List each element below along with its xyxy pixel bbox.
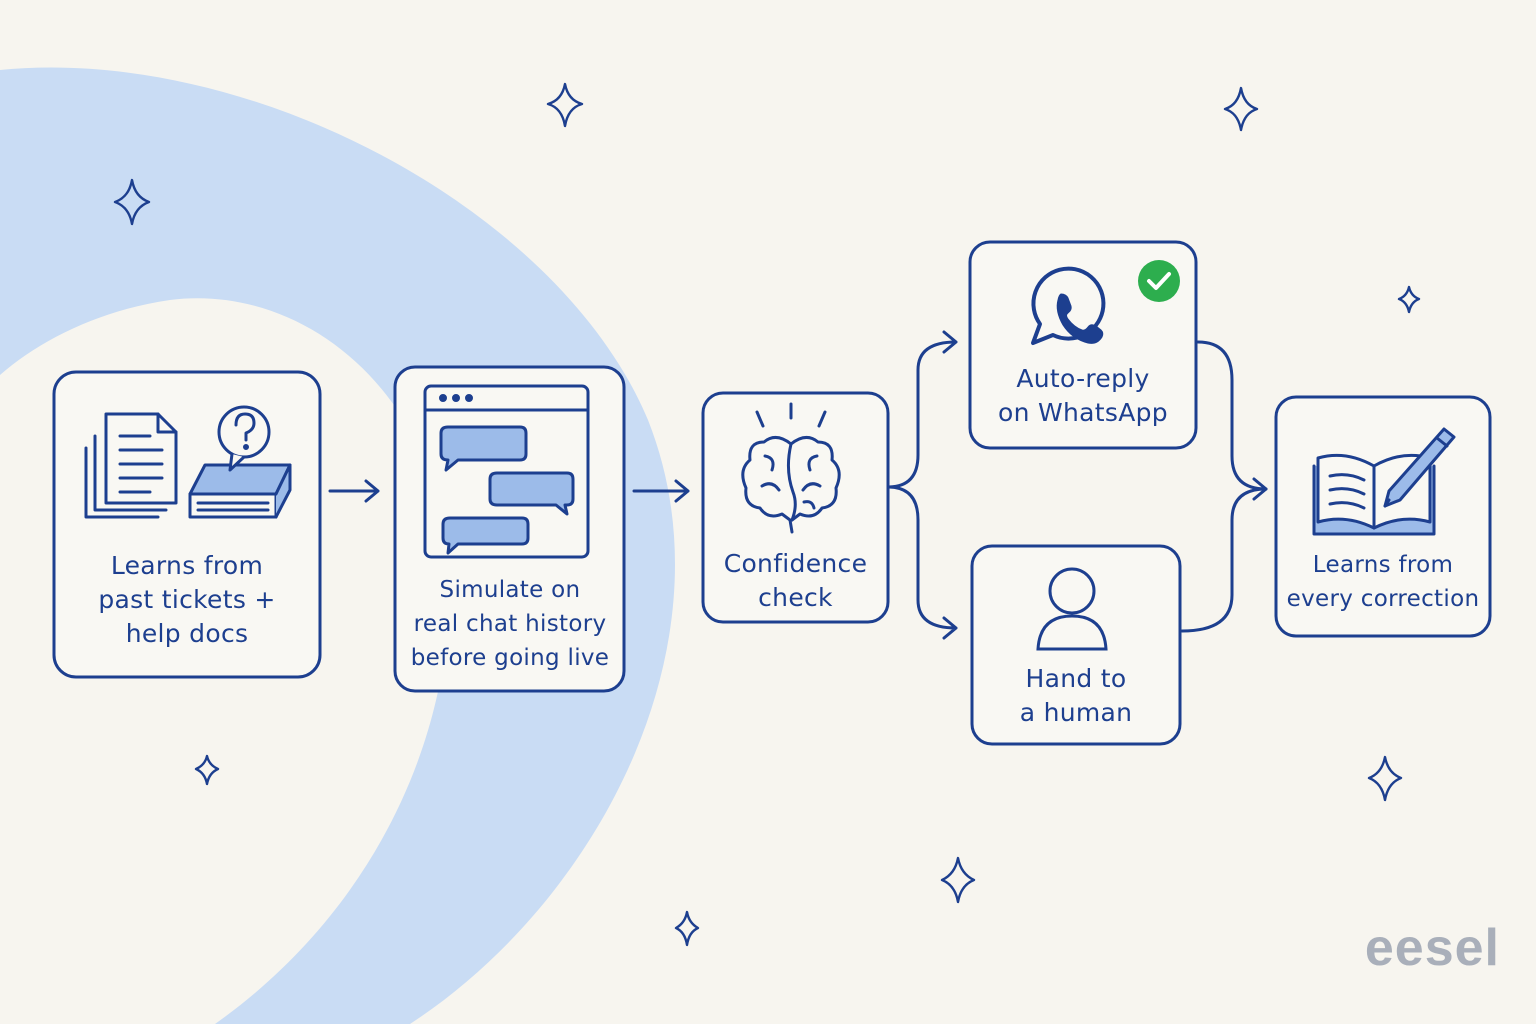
sparkle-icon — [113, 178, 151, 226]
sparkle-icon — [674, 910, 700, 947]
arrow-connector — [632, 479, 690, 503]
sparkle-icon — [1397, 285, 1421, 314]
help-book-icon — [188, 405, 292, 519]
sparkle-icon — [940, 856, 976, 904]
arrow-connector — [328, 479, 380, 503]
sparkle-icon — [1223, 86, 1259, 132]
brain-icon — [741, 402, 841, 534]
whatsapp-icon — [1031, 266, 1106, 345]
step-label-learn: Learns from past tickets + help docs — [98, 551, 276, 648]
step-label-confidence: Confidence check — [723, 549, 868, 612]
chat-window-icon — [423, 384, 590, 559]
branch-connector — [886, 485, 958, 640]
step-label-autoreply: Auto-reply on WhatsApp — [998, 364, 1168, 427]
check-badge-icon — [1138, 260, 1180, 302]
sparkle-icon — [1367, 755, 1403, 802]
step-box-handoff — [970, 544, 1182, 746]
step-label-handoff: Hand to a human — [1019, 664, 1133, 727]
sparkle-icon — [546, 82, 584, 128]
branch-connector — [886, 330, 958, 489]
step-label-correction: Learns from every correction — [1286, 552, 1480, 612]
book-pencil-icon — [1312, 427, 1456, 536]
person-icon — [1036, 567, 1108, 651]
documents-icon — [84, 412, 178, 519]
sparkle-icon — [194, 754, 220, 786]
merge-connector — [1180, 487, 1268, 633]
step-box-autoreply — [968, 240, 1198, 450]
merge-connector — [1196, 340, 1268, 501]
brand-logo: eesel — [1364, 919, 1500, 977]
step-label-simulate: Simulate on real chat history before goi… — [410, 577, 610, 671]
background-swirl — [0, 67, 675, 1024]
